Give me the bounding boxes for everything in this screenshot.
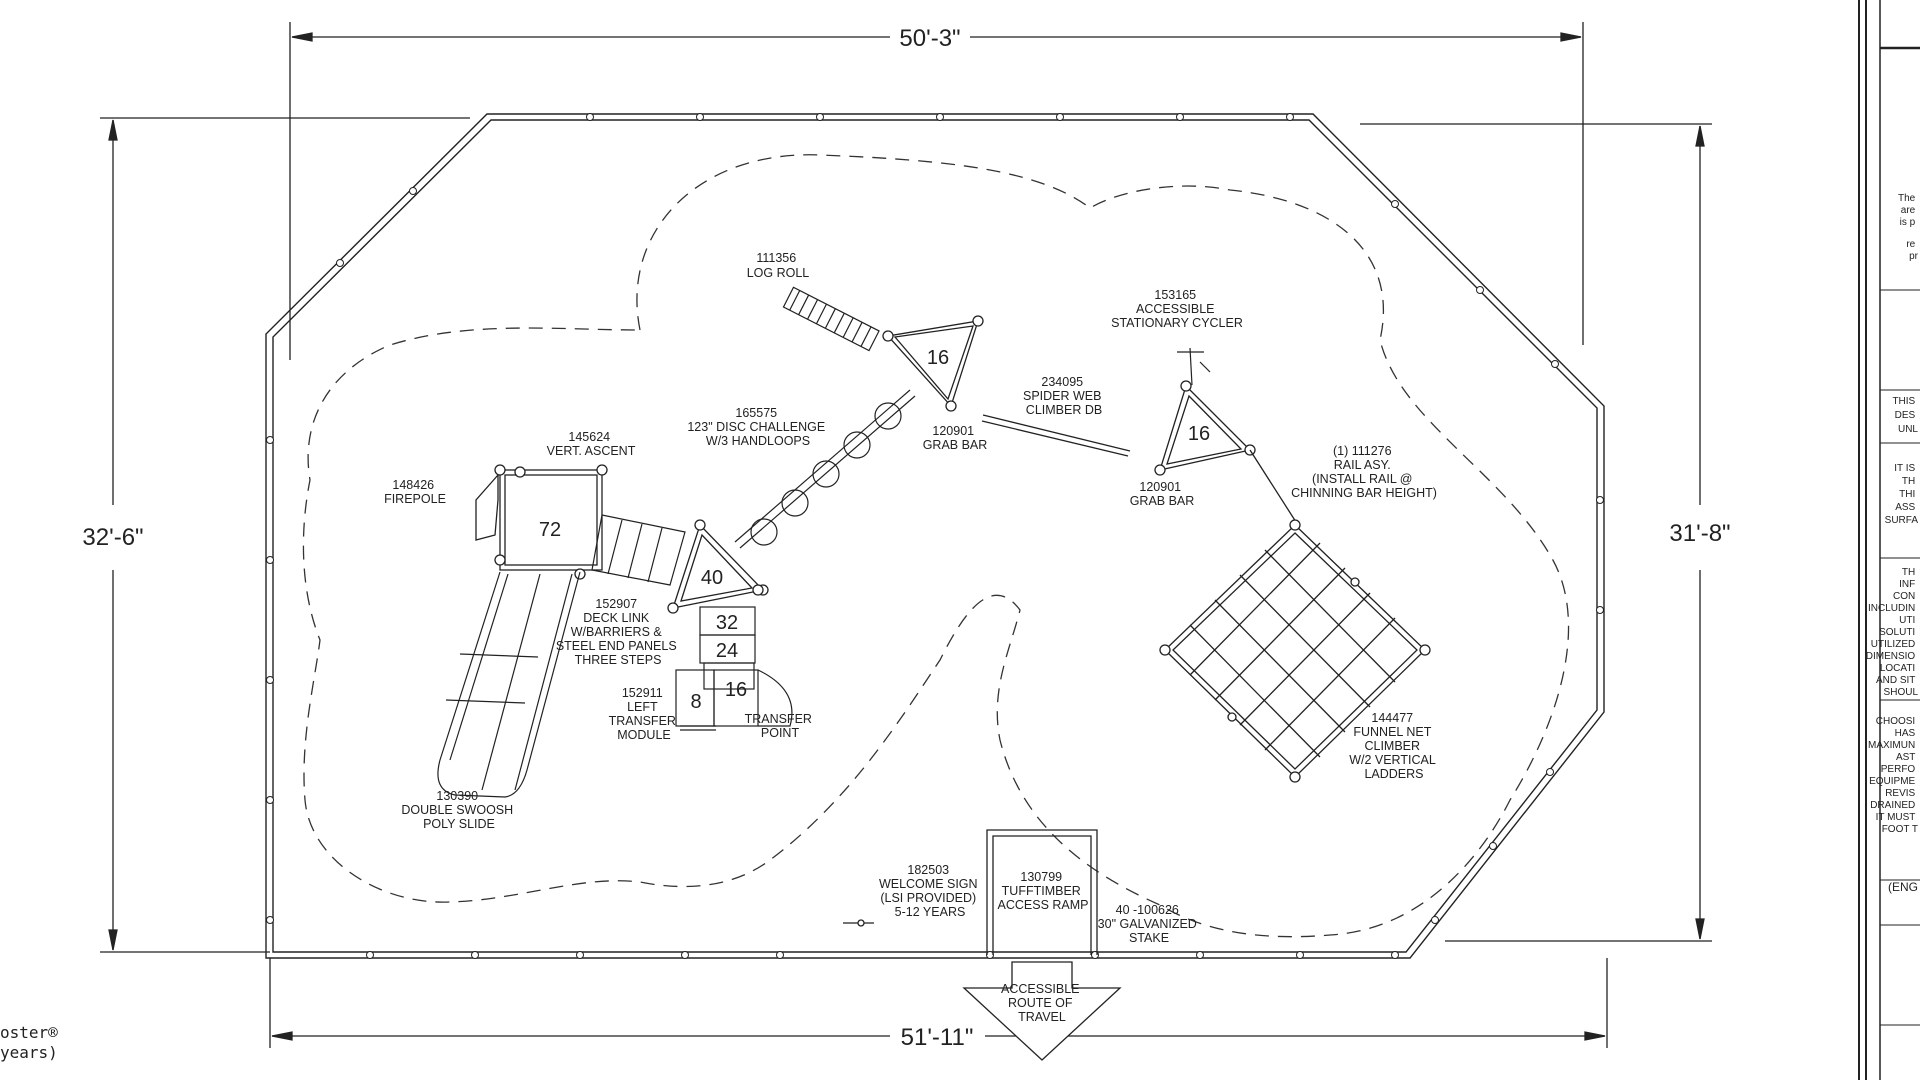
label-disc-challenge: 165575 123" DISC CHALLENGE W/3 HANDLOOPS (687, 406, 828, 448)
border-stakes (266, 113, 1604, 959)
title-block-section-3: IT IS TH THI ASS SURFA (1885, 463, 1919, 526)
label-accessible-route: ACCESSIBLE ROUTE OF TRAVEL (1001, 982, 1083, 1024)
perimeter-border (265, 113, 1605, 959)
deck-height-40: 40 (701, 567, 723, 589)
deck-72-tower (475, 464, 608, 580)
transfer-module (675, 669, 793, 731)
dimension-left: 32'-6" (82, 524, 143, 551)
title-block-text: The are is p re pr THIS DES UNL IT IS TH… (1866, 193, 1919, 894)
label-deck-link: 152907 DECK LINK W/BARRIERS & STEEL END … (556, 597, 680, 667)
dimension-bottom: 51'-11" (901, 1024, 974, 1051)
deck-height-16-right: 16 (1188, 423, 1210, 445)
deck-height-72: 72 (539, 519, 561, 541)
double-swoosh-slide (437, 571, 581, 798)
label-funnel-net: 144477 FUNNEL NET CLIMBER W/2 VERTICAL L… (1349, 711, 1439, 781)
label-access-ramp: 130799 TUFFTIMBER ACCESS RAMP (998, 870, 1089, 912)
label-rail-assembly: (1) 111276 RAIL ASY. (INSTALL RAIL @ CHI… (1291, 444, 1437, 500)
label-welcome-sign: 182503 WELCOME SIGN (LSI PROVIDED) 5-12 … (879, 863, 981, 919)
steps (699, 606, 756, 690)
dimension-lines (100, 22, 1712, 1048)
spider-web-climber (981, 414, 1131, 457)
label-cycler: 153165 ACCESSIBLE STATIONARY CYCLER (1111, 288, 1243, 330)
disc-challenge (734, 389, 916, 549)
title-block-section-2: THIS DES UNL (1892, 396, 1918, 435)
welcome-sign (843, 919, 874, 927)
label-grab-bar-2: 120901 GRAB BAR (1130, 480, 1195, 508)
title-block-section-1: The are is p re pr (1898, 193, 1919, 262)
label-firepole: 148426 FIREPOLE (384, 478, 446, 506)
label-spider-web: 234095 SPIDER WEB CLIMBER DB (1023, 375, 1105, 417)
label-slide: 130390 DOUBLE SWOOSH POLY SLIDE (401, 789, 516, 831)
label-transfer-module: 152911 LEFT TRANSFER MODULE (609, 686, 680, 742)
label-stake: 40 -100626 30" GALVANIZED STAKE (1098, 903, 1201, 945)
deck-40 (667, 519, 769, 614)
log-roll (782, 286, 880, 352)
step-height-24: 24 (716, 640, 738, 662)
access-ramp (986, 829, 1098, 955)
label-vert-ascent: 145624 VERT. ASCENT (547, 430, 636, 458)
legend-fragment: oster® years) (0, 1023, 67, 1062)
label-grab-bar-1: 120901 GRAB BAR (923, 424, 988, 452)
dimension-right: 31'-8" (1669, 520, 1730, 547)
dimension-top: 50'-3" (899, 25, 960, 52)
title-block-section-4: TH INF CON INCLUDIN UTI SOLUTI UTILIZED … (1866, 567, 1919, 698)
title-block-section-5: CHOOSI HAS MAXIMUN AST PERFO EQUIPME REV… (1868, 716, 1918, 835)
label-transfer-point: TRANSFER POINT (745, 712, 816, 740)
transfer-height-16: 16 (725, 679, 747, 701)
label-log-roll: 111356 LOG ROLL (747, 251, 810, 280)
rail-assembly (1249, 449, 1297, 523)
platform-16-right (1154, 380, 1256, 476)
deck-link (591, 514, 686, 586)
step-height-32: 32 (716, 612, 738, 634)
stationary-cycler (1177, 347, 1211, 386)
use-zone-boundary (302, 154, 1570, 938)
platform-16-top (882, 315, 984, 412)
step-height-8: 8 (690, 691, 701, 713)
accessible-route-arrow (962, 961, 1122, 1061)
title-block (1858, 0, 1920, 1080)
deck-height-16-top: 16 (927, 347, 949, 369)
funnel-net-climber (1159, 519, 1431, 783)
title-block-section-6: (ENG (1888, 880, 1918, 894)
